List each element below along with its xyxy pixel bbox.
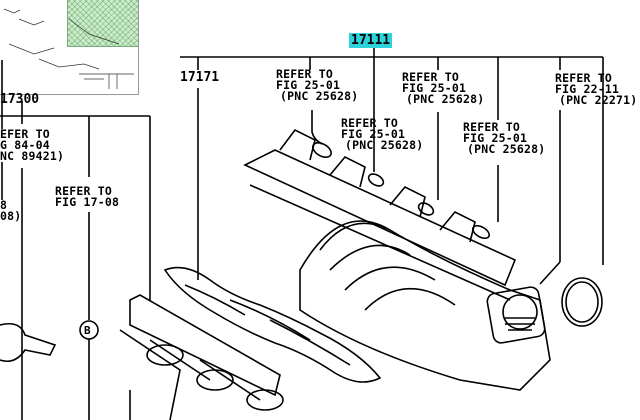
thumbnail-sketch-icon bbox=[3, 8, 134, 89]
callout-marker-b[interactable]: B bbox=[84, 324, 91, 337]
part-number-17111-label[interactable]: 17111 bbox=[349, 33, 393, 48]
part-number-17171[interactable]: 17171 bbox=[180, 70, 220, 85]
part-number-17300[interactable]: 17300 bbox=[0, 92, 40, 107]
part-number-17111[interactable]: 17111 bbox=[349, 33, 393, 48]
overview-thumbnail[interactable] bbox=[0, 0, 139, 95]
